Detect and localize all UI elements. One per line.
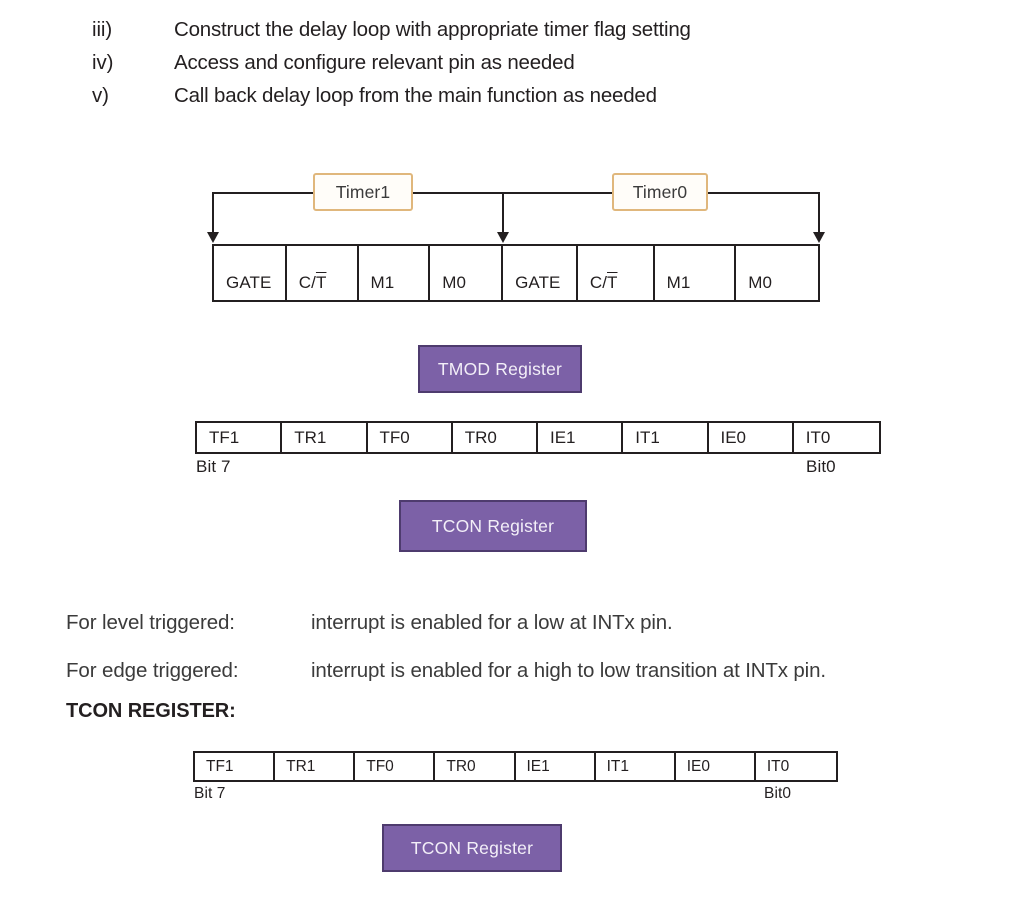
tcon-bit-table-top: TF1 TR1 TF0 TR0 IE1 IT1 IE0 IT0 — [195, 421, 881, 454]
timer1-label: Timer1 — [313, 173, 413, 211]
list-item: v) Call back delay loop from the main fu… — [92, 84, 952, 117]
tcon-bit-cell: IT0 — [766, 757, 790, 775]
tmod-bit-cell: C/T — [578, 246, 655, 300]
arrow-down-icon — [207, 232, 219, 243]
tcon-register-caption-top: TCON Register — [399, 500, 587, 552]
level-trigger-label: For level triggered: — [66, 611, 235, 634]
msb-label: Bit 7 — [194, 785, 226, 802]
timer0-label: Timer0 — [612, 173, 708, 211]
tmod-bit-label: C/ — [298, 273, 316, 292]
tcon-bit-cell: IE1 — [516, 753, 596, 780]
tmod-register-diagram: Timer1 Timer0 GATE C/T M1 M0 GATE C/T M1… — [207, 168, 825, 308]
tmod-bit-overline: T — [607, 273, 618, 292]
level-trigger-row: For level triggered: interrupt is enable… — [66, 611, 673, 635]
list-item-text: Access and configure relevant pin as nee… — [174, 51, 575, 74]
tmod-bit-cell: M0 — [430, 246, 504, 300]
tmod-bit-label: M1 — [666, 273, 691, 292]
lsb-label: Bit0 — [806, 457, 836, 476]
lsb-label: Bit0 — [764, 785, 792, 802]
tcon-bit-cell: TF0 — [368, 423, 453, 452]
list-item-marker: iii) — [92, 18, 113, 41]
tmod-bit-cell: M1 — [655, 246, 737, 300]
arrow-down-icon — [497, 232, 509, 243]
tmod-bit-label: GATE — [515, 273, 561, 292]
tcon-bit-cell: TR1 — [282, 423, 368, 452]
tcon-bit-cell: TF1 — [195, 753, 276, 780]
tmod-bit-label: M0 — [748, 273, 773, 292]
tcon-bit-cell: IT0 — [805, 427, 831, 447]
tmod-bit-label: M0 — [442, 273, 467, 292]
tcon-bit-cell: IT1 — [596, 753, 676, 780]
list-item-text: Call back delay loop from the main funct… — [174, 84, 657, 107]
tcon-bit-cell: TF1 — [197, 423, 283, 452]
tcon-bit-cell: TF0 — [355, 753, 436, 780]
tmod-bit-cell: GATE — [214, 246, 287, 300]
list-item-marker: v) — [92, 84, 109, 107]
list-item-marker: iv) — [92, 51, 114, 74]
list-item-text: Construct the delay loop with appropriat… — [174, 18, 691, 41]
bracket-horizontal-line — [212, 192, 820, 194]
tmod-bit-label: GATE — [226, 273, 272, 292]
tcon-bit-cell: IE1 — [538, 423, 624, 452]
msb-label: Bit 7 — [196, 457, 231, 476]
tcon-bit-cell: TR0 — [435, 753, 516, 780]
tmod-register-caption: TMOD Register — [418, 345, 582, 393]
bracket-tick-middle — [502, 192, 504, 240]
tmod-bit-overline: T — [315, 273, 327, 292]
tmod-bit-cell: M0 — [736, 246, 818, 300]
tcon-register-caption-bottom: TCON Register — [382, 824, 562, 872]
edge-trigger-description: interrupt is enabled for a high to low t… — [311, 659, 826, 682]
tcon-bit-table-bottom: TF1 TR1 TF0 TR0 IE1 IT1 IE0 IT0 — [193, 751, 838, 782]
tmod-bit-label: M1 — [370, 273, 395, 292]
tcon-bit-cell: TR1 — [275, 753, 356, 780]
instruction-list: iii) Construct the delay loop with appro… — [92, 18, 952, 117]
bracket-tick-left — [212, 192, 214, 240]
tmod-bit-row: GATE C/T M1 M0 GATE C/T M1 M0 — [212, 244, 820, 302]
tcon-bit-cell: IE0 — [676, 753, 756, 780]
tmod-bit-label: C/ — [589, 273, 608, 292]
edge-trigger-label: For edge triggered: — [66, 659, 239, 682]
arrow-down-icon — [813, 232, 825, 243]
edge-trigger-row: For edge triggered: interrupt is enabled… — [66, 659, 826, 683]
bracket-tick-right — [818, 192, 820, 240]
tcon-bit-cell: IE0 — [709, 423, 794, 452]
tmod-bit-cell: GATE — [503, 246, 578, 300]
tmod-bit-cell: C/T — [287, 246, 359, 300]
list-item: iv) Access and configure relevant pin as… — [92, 51, 952, 84]
tcon-bit-cell: IT1 — [623, 423, 709, 452]
list-item: iii) Construct the delay loop with appro… — [92, 18, 952, 51]
tmod-bit-cell: M1 — [359, 246, 431, 300]
section-heading-tcon-register: TCON REGISTER: — [66, 700, 236, 722]
level-trigger-description: interrupt is enabled for a low at INTx p… — [311, 611, 673, 634]
tcon-bit-cell: TR0 — [453, 423, 538, 452]
